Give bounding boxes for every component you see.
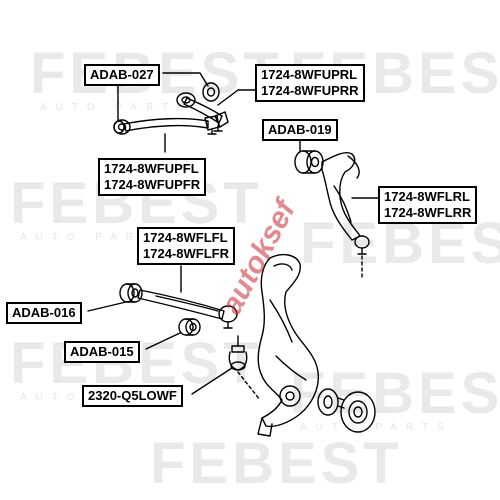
part-number: ADAB-016 [12, 305, 76, 320]
part-number: 1724-8WFLFL [143, 230, 228, 245]
leader-line [145, 332, 181, 350]
watermark-brand: FEBEST [150, 431, 403, 496]
bushing-adab-016 [119, 283, 143, 303]
watermark-sub: AUTO PARTS [300, 422, 453, 433]
part-number: 1724-8WFUPFL [104, 161, 199, 176]
leader-line [237, 371, 261, 401]
part-number: 1724-8WFUPFR [104, 177, 201, 192]
part-number: ADAB-019 [268, 122, 332, 137]
label-adab-019[interactable]: ADAB-019 [262, 119, 338, 141]
steering-knuckle [257, 253, 319, 437]
upper-front-link [113, 115, 220, 135]
bushing-adab-015 [178, 318, 201, 336]
part-number: 1724-8WFLRL [384, 189, 470, 204]
label-adab-015[interactable]: ADAB-015 [64, 341, 140, 363]
part-number: ADAB-027 [90, 67, 154, 82]
label-upper-rear-link[interactable]: 1724-8WFUPRL 1724-8WFUPRR [255, 64, 365, 102]
label-adab-027[interactable]: ADAB-027 [84, 64, 160, 86]
part-number: 1724-8WFUPRR [261, 83, 359, 98]
leader-line [217, 89, 256, 106]
label-upper-front-link[interactable]: 1724-8WFUPFL 1724-8WFUPFR [98, 158, 207, 196]
label-lower-front-arm[interactable]: 1724-8WFLFL 1724-8WFLFR [137, 227, 235, 265]
bushing-adab-027 [113, 82, 220, 134]
part-number: 1724-8WFLRR [384, 205, 472, 220]
label-ball-joint[interactable]: 2320-Q5LOWF [82, 385, 183, 407]
ball-joint [228, 335, 248, 371]
leader-line [162, 72, 209, 87]
label-adab-016[interactable]: ADAB-016 [6, 302, 82, 324]
lower-rear-arm [321, 152, 370, 255]
wheel-hub [317, 388, 376, 433]
watermark-sub: AUTO PARTS [40, 102, 193, 113]
label-lower-rear-arm[interactable]: 1724-8WFLRL 1724-8WFLRR [378, 186, 478, 224]
leader-line [87, 301, 127, 312]
part-number: ADAB-015 [70, 344, 134, 359]
leader-line [191, 367, 233, 395]
part-number: 2320-Q5LOWF [88, 388, 177, 403]
watermark-sub: AUTO PARTS [20, 232, 173, 243]
part-number: 1724-8WFLFR [143, 246, 229, 261]
bushing-adab-019 [294, 150, 324, 174]
lower-front-arm [137, 289, 238, 329]
part-number: 1724-8WFUPRL [261, 67, 358, 82]
